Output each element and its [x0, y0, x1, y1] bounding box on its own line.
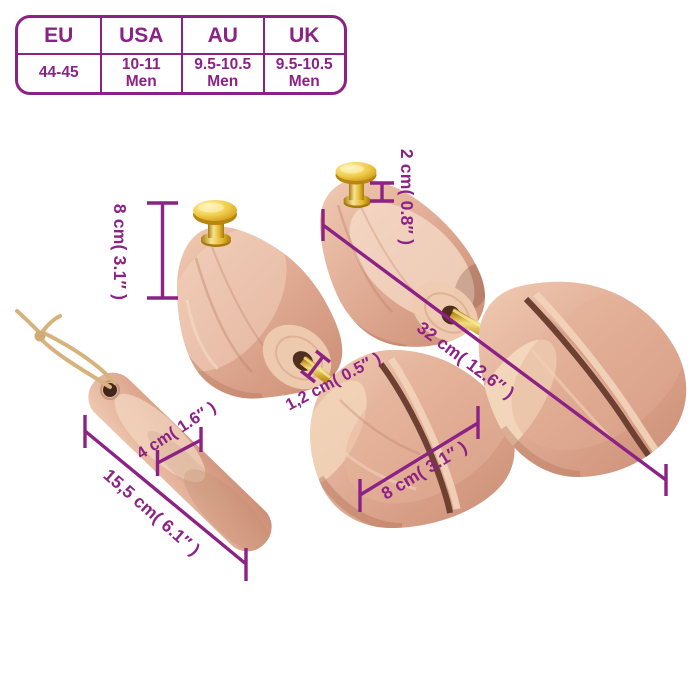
size-table-header-uk: UK: [262, 18, 344, 55]
shoe-horn: [15, 309, 272, 555]
dimension-line-knob-height: [370, 181, 394, 203]
shoe-tree-front-2: [319, 178, 485, 347]
size-suffix: Men: [288, 72, 320, 90]
size-value: 44-45: [38, 64, 79, 82]
size-table-cell-eu: 44-45: [18, 55, 100, 92]
label-knob-height: 2 cm( 0.8″ ): [397, 149, 417, 245]
size-table-cell-usa: 10-11 Men: [99, 55, 182, 92]
size-table-cell-au: 9.5-10.5 Men: [181, 55, 263, 92]
dimension-line-rod-diameter: [299, 349, 332, 384]
size-table-header-au: AU: [181, 18, 263, 55]
dimension-line-heel-width: [358, 406, 480, 512]
leather-cord: [15, 309, 117, 389]
heel-slot-2: [523, 296, 654, 461]
size-value: 9.5-10.5: [275, 55, 333, 73]
size-table: EU USA AU UK 44-45 10-11 Men 9.5-10.5 Me…: [15, 15, 347, 95]
dimension-line-horn-length: [83, 415, 248, 581]
size-table-header-usa: USA: [99, 18, 181, 55]
dimension-line-horn-width: [155, 427, 203, 476]
size-suffix: Men: [207, 72, 239, 90]
dimension-line-front-height: [147, 201, 178, 300]
shoe-tree-front-1: [177, 226, 343, 399]
brass-rod-1: [299, 356, 333, 384]
brass-knob-2: [335, 162, 377, 208]
horn-hole: [100, 380, 120, 400]
size-table-cell-uk: 9.5-10.5 Men: [262, 55, 345, 92]
size-value: 9.5-10.5: [194, 55, 252, 73]
size-table-header-eu: EU: [18, 18, 100, 55]
cord-knot: [34, 330, 46, 342]
shoe-tree-heel-1: [310, 349, 515, 529]
heel-slot-1: [378, 362, 453, 514]
dimension-line-total-length: [321, 209, 668, 496]
dimension-lines: [83, 181, 668, 581]
label-front-height: 8 cm( 3.1″ ): [110, 204, 130, 300]
brass-knob-1: [193, 200, 237, 247]
size-value: 10-11: [121, 55, 161, 73]
size-suffix: Men: [125, 72, 157, 90]
